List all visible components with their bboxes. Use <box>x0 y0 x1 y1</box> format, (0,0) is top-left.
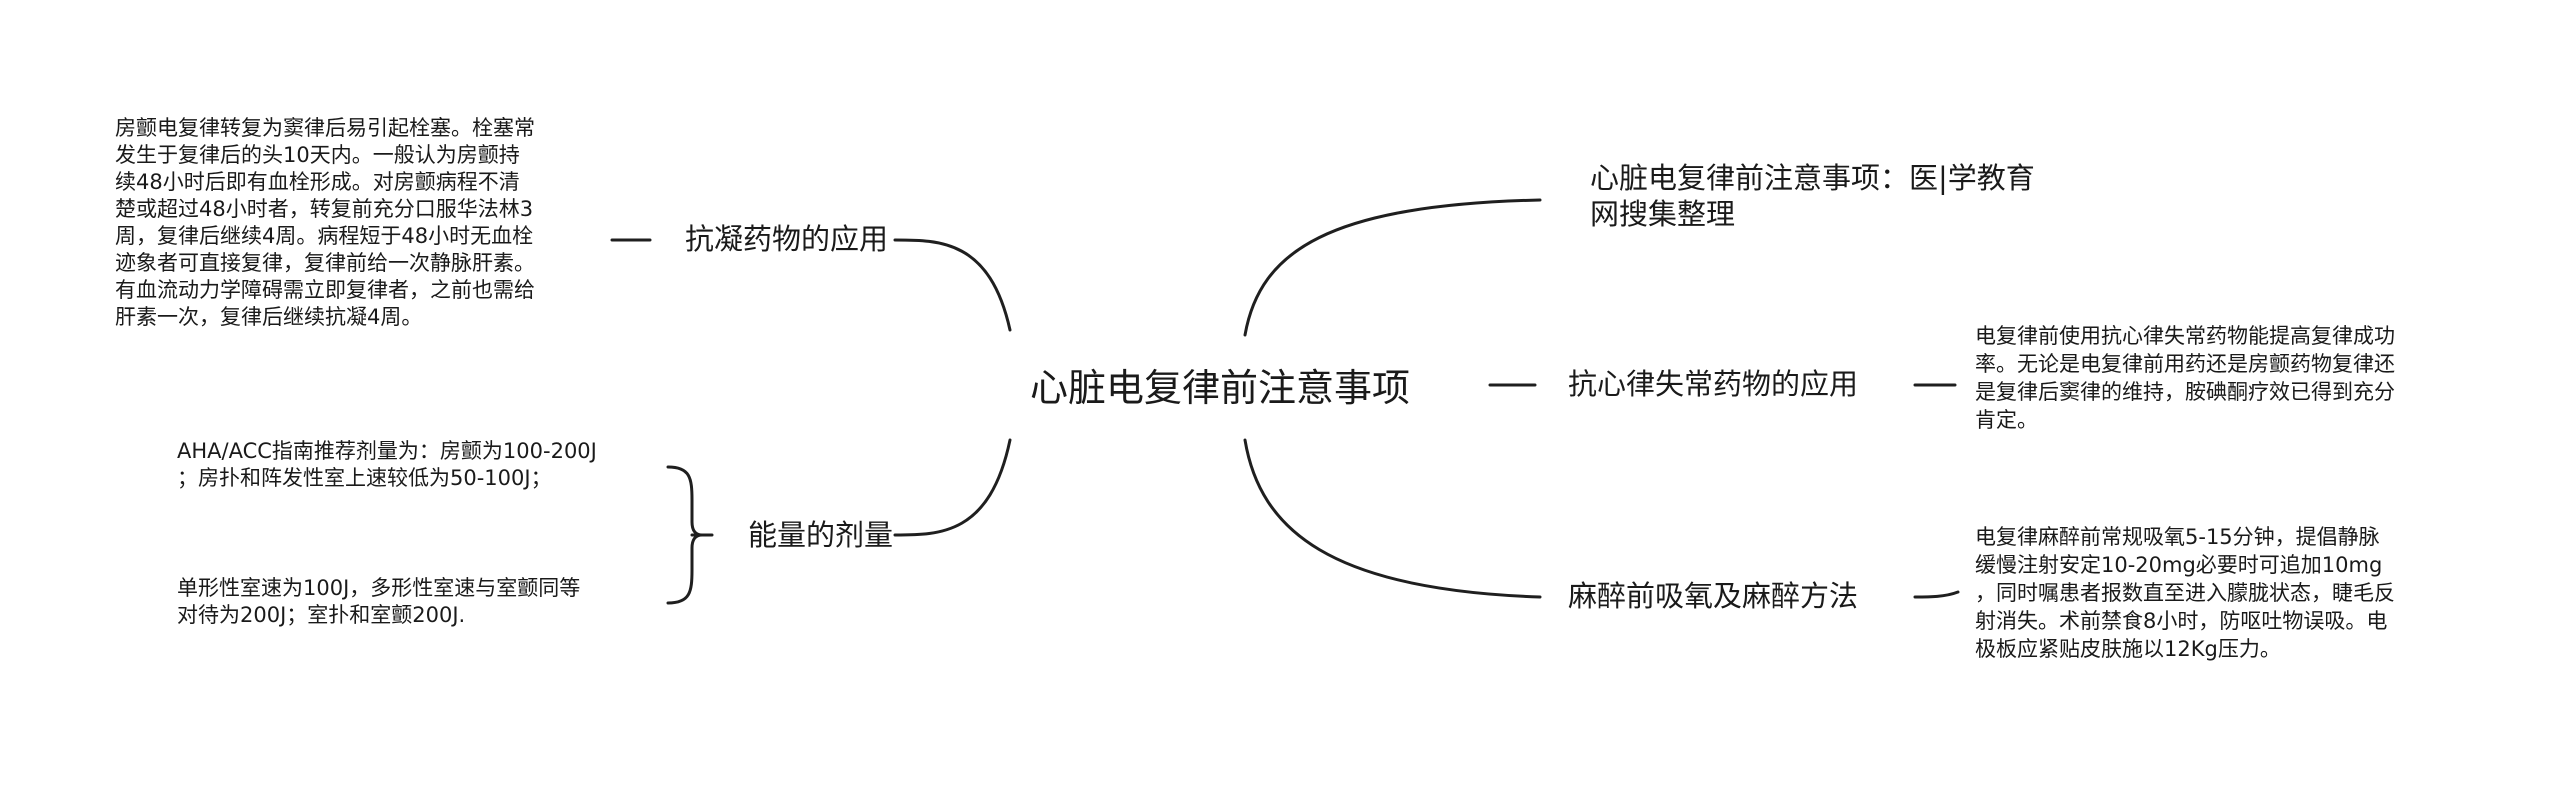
connector-center-to-source <box>1243 198 1542 337</box>
connector-anesthesia-to-detail <box>1913 590 1960 599</box>
energy-bracket <box>666 465 703 605</box>
connector-center-to-energy <box>893 438 1012 537</box>
branch-anticoag: 抗凝药物的应用 <box>685 222 889 256</box>
center-topic: 心脏电复律前注意事项 <box>1030 366 1411 410</box>
connector-center-to-anticoag <box>893 238 1012 332</box>
branch-energy: 能量的剂量 <box>748 518 894 552</box>
leaf-energy-detail-1: AHA/ACC指南推荐剂量为：房颤为100-200J ；房扑和阵发性室上速较低为… <box>177 439 597 490</box>
connector-center-to-anesthesia <box>1243 438 1542 599</box>
leaf-antiarrhythmic-detail: 电复律前使用抗心律失常药物能提高复律成功 率。无论是电复律前用药还是房颤药物复律… <box>1975 324 2395 432</box>
branch-antiarrhythmic: 抗心律失常药物的应用 <box>1568 367 1859 401</box>
leaf-anticoag-detail: 房颤电复律转复为窦律后易引起栓塞。栓塞常 发生于复律后的头10天内。一般认为房颤… <box>115 116 535 329</box>
branch-anesthesia: 麻醉前吸氧及麻醉方法 <box>1568 579 1859 613</box>
leaf-anesthesia-detail: 电复律麻醉前常规吸氧5-15分钟，提倡静脉 缓慢注射安定10-20mg必要时可追… <box>1975 525 2395 661</box>
branch-source: 心脏电复律前注意事项：医|学教育 网搜集整理 <box>1590 161 2035 231</box>
leaf-energy-detail-2: 单形性室速为100J，多形性室速与室颤同等 对待为200J；室扑和室颤200J. <box>177 576 581 627</box>
